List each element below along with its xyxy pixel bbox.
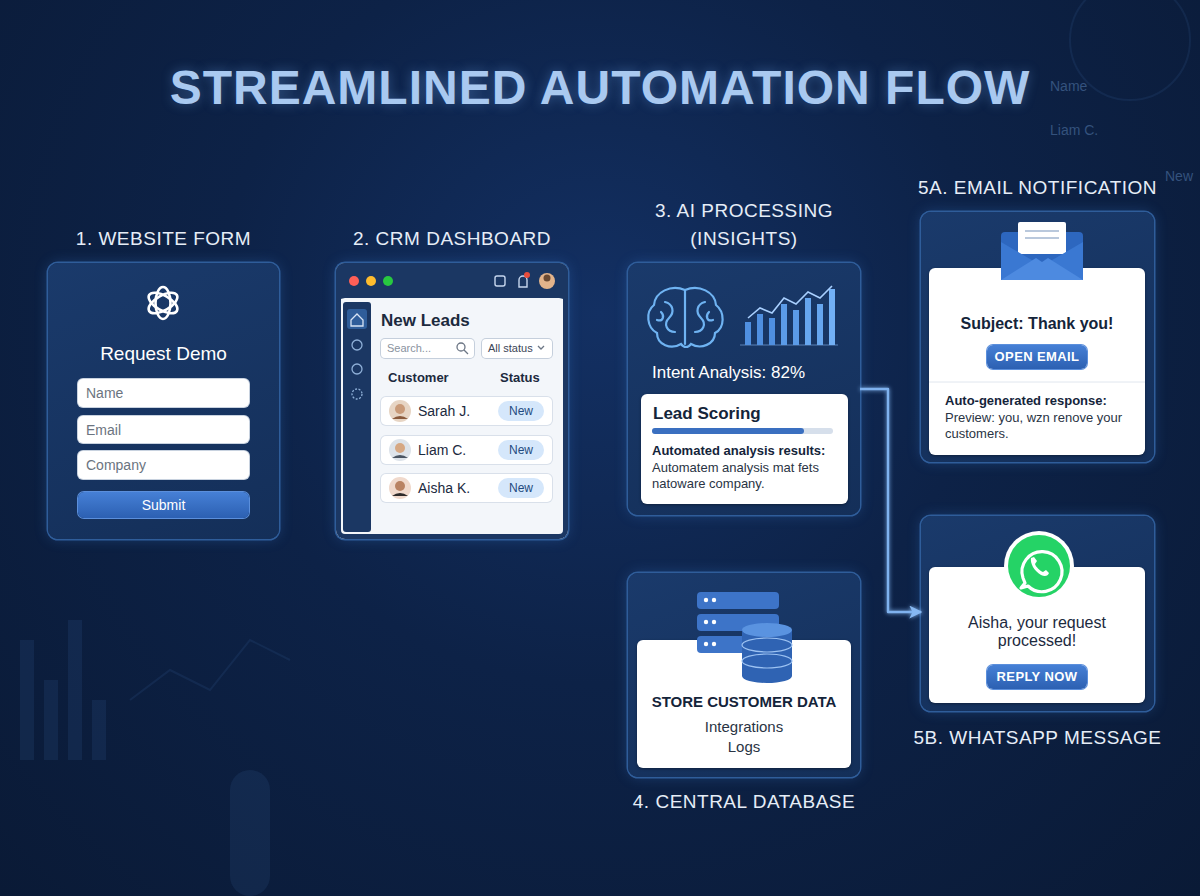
dropdown-label: All status (488, 342, 544, 356)
card-title: STORE CUSTOMER DATA (637, 693, 851, 712)
background-chart-part (20, 640, 34, 760)
background-chart (20, 0, 1190, 896)
diagram-title: STREAMLINED AUTOMATION FLOW (0, 60, 1200, 115)
status-pill: New (498, 401, 544, 421)
input-field: Company (78, 451, 249, 479)
status-pill: New (498, 478, 544, 498)
reply-button: REPLY NOW (987, 665, 1087, 689)
customer-name: Sarah J. (418, 403, 498, 421)
background-chart-part (230, 770, 270, 896)
lead-row: Liam C.New (381, 436, 552, 464)
message-card: Aisha, your request processed! REPLY NOW (929, 567, 1145, 703)
email-card: Subject: Thank you! Auto-generated respon… (929, 268, 1145, 455)
flow-arrow (279, 388, 336, 390)
open-email-button: OPEN EMAIL (987, 345, 1087, 369)
step-heading: 5B. WHATSAPP MESSAGE (881, 724, 1194, 752)
background-chart-part (130, 640, 290, 700)
watermark-text: New (1165, 168, 1200, 184)
field-placeholder: Email (86, 422, 246, 440)
search-box: Search... (381, 339, 474, 358)
status-label: New (498, 443, 544, 458)
ai-panel: 3. AI PROCESSING (INSIGHTS)Intent Analys… (628, 263, 860, 515)
lead-scoring-card: Lead ScoringAutomated analysis results:A… (641, 394, 848, 504)
flow-arrow (860, 389, 921, 612)
lead-row: Sarah J.New (381, 397, 552, 425)
whatsapp-panel: 5B. WHATSAPP MESSAGEAisha, your request … (921, 516, 1154, 711)
intent-score: Intent Analysis: 82% (652, 362, 857, 383)
background-chart-part (1070, 0, 1190, 100)
step-heading: 5A. EMAIL NOTIFICATION (881, 174, 1194, 202)
submit-button: Submit (78, 492, 249, 518)
message-text: Aisha, your request processed! (952, 614, 1122, 650)
button-label: OPEN EMAIL (987, 349, 1087, 365)
background-chart-part (68, 620, 82, 760)
watermark-text: Liam C. (1050, 122, 1170, 138)
field-placeholder: Name (86, 385, 246, 403)
watermark-text: Name (1050, 78, 1170, 94)
form-title: Request Demo (48, 342, 279, 366)
card-title: Lead Scoring (653, 403, 843, 424)
list-title: New Leads (381, 310, 551, 331)
input-field: Email (78, 416, 249, 443)
button-label: Submit (78, 497, 249, 515)
column-header: Status (500, 370, 560, 386)
input-field: Name (78, 379, 249, 407)
card-subtitle: Auto-generated response: (945, 393, 1141, 409)
lead-row: Aisha K.New (381, 474, 552, 502)
field-placeholder: Company (86, 457, 246, 475)
flow-arrow (743, 515, 745, 573)
flow-arrow (568, 388, 628, 390)
button-label: REPLY NOW (987, 669, 1087, 685)
customer-name: Liam C. (418, 442, 498, 460)
step-heading: 3. AI PROCESSING (INSIGHTS) (629, 197, 859, 253)
card-body: Preview: you, wzn renove your customers. (945, 410, 1123, 442)
background-chart-part (92, 700, 106, 760)
form-panel: 1. WEBSITE FORMRequest DemoNameEmailComp… (48, 263, 279, 539)
background-chart-part (44, 680, 58, 760)
email-panel: 5A. EMAIL NOTIFICATIONSubject: Thank you… (921, 212, 1154, 462)
status-label: New (498, 404, 544, 419)
card-line: Integrations (637, 718, 851, 737)
card-body: Automatem analysis mat fets natoware com… (652, 460, 840, 492)
status-pill: New (498, 440, 544, 460)
status-dropdown: All status (482, 339, 552, 358)
customer-name: Aisha K. (418, 480, 498, 498)
database-panel: 4. CENTRAL DATABASESTORE CUSTOMER DATAIn… (628, 573, 860, 777)
status-label: New (498, 481, 544, 496)
step-heading: 2. CRM DASHBOARD (306, 225, 598, 253)
flow-arrow (860, 336, 921, 338)
column-header: Customer (388, 370, 488, 386)
card-line: Logs (637, 738, 851, 757)
field-placeholder: Search... (387, 342, 457, 356)
step-heading: 4. CENTRAL DATABASE (594, 788, 894, 816)
crm-window: 2. CRM DASHBOARDNew LeadsCustomerStatusS… (336, 263, 568, 539)
card-subtitle: Automated analysis results: (652, 443, 844, 459)
step-heading: 1. WEBSITE FORM (28, 225, 299, 253)
email-subject: Subject: Thank you! (929, 314, 1145, 334)
database-card: STORE CUSTOMER DATA IntegrationsLogs (637, 640, 851, 768)
